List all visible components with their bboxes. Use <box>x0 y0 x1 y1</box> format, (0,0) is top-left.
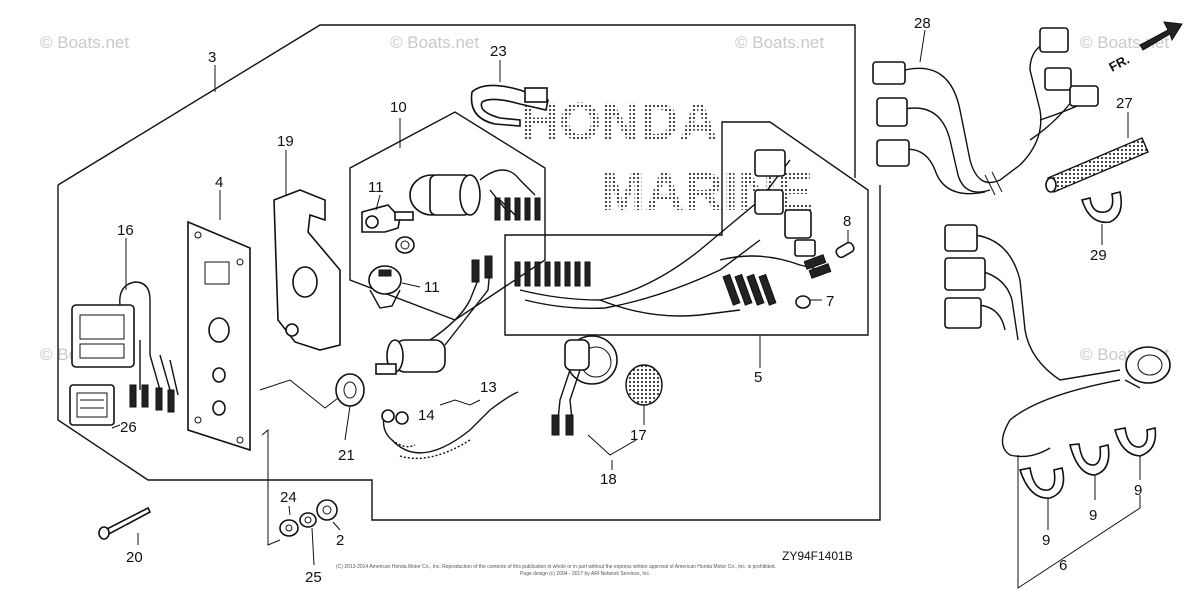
part-28-harness <box>872 27 1099 196</box>
callout-23: 23 <box>490 43 507 60</box>
callout-24: 24 <box>280 489 297 506</box>
part-29-clip <box>1080 191 1123 224</box>
part-4-panel <box>187 220 251 452</box>
callout-29: 29 <box>1090 247 1107 264</box>
callout-25: 25 <box>305 569 322 586</box>
part-27-tube <box>1045 137 1149 193</box>
part-8-pin <box>835 241 855 259</box>
callout-5: 5 <box>754 369 762 386</box>
fasteners <box>98 499 338 540</box>
part-10-ignition-switch <box>349 111 546 321</box>
callout-28: 28 <box>914 15 931 32</box>
callout-11b: 11 <box>424 279 440 296</box>
callout-17: 17 <box>630 427 647 444</box>
part-21-grommet <box>335 373 365 407</box>
callout-9c: 9 <box>1134 482 1142 499</box>
callout-27: 27 <box>1116 95 1133 112</box>
watermark-text: © Boats.net <box>390 33 479 52</box>
part-19-bracket <box>273 189 341 351</box>
part-16-switch <box>71 281 179 413</box>
front-arrow-label: FR. <box>1106 52 1132 75</box>
diagram-code: ZY94F1401B <box>782 549 853 563</box>
watermark-text: © Boats.net <box>40 33 129 52</box>
callout-21: 21 <box>338 447 355 464</box>
callout-9a: 9 <box>1042 532 1050 549</box>
assembly-boundary-3 <box>57 24 881 521</box>
part-23-clamp <box>470 84 549 127</box>
callout-10: 10 <box>390 99 407 116</box>
callout-14: 14 <box>418 407 435 424</box>
callout-7: 7 <box>826 293 834 310</box>
part-5-harness <box>514 149 832 317</box>
callout-8: 8 <box>843 213 851 230</box>
watermark-text: © Boats.net <box>735 33 824 52</box>
harness-boundary-5 <box>504 121 869 336</box>
callout-4: 4 <box>215 174 223 191</box>
part-7-clip <box>795 295 811 309</box>
brand-logo: HONDA MARINE <box>520 92 813 222</box>
callout-20: 20 <box>126 549 143 566</box>
copyright-line1: (C) 2013-2014 American Honda Motor Co., … <box>336 564 776 570</box>
part-18-buzzer <box>551 335 618 436</box>
part-6-harness <box>944 224 1171 458</box>
part-13-stop-switch <box>375 255 519 460</box>
part-9-clips <box>1018 427 1157 499</box>
callout-2: 2 <box>336 532 344 549</box>
part-26-label <box>69 384 115 426</box>
leader-lines <box>111 29 1141 589</box>
callouts: 3 4 19 10 11 11 23 16 26 21 14 13 20 24 … <box>117 15 1142 586</box>
callout-3: 3 <box>208 49 216 66</box>
callout-26: 26 <box>120 419 137 436</box>
copyright-line2: Page design (c) 2004 - 2017 by ARI Netwo… <box>520 571 650 577</box>
callout-6: 6 <box>1059 557 1067 574</box>
brand-line1: HONDA <box>520 92 718 152</box>
part-17-seal <box>625 364 663 406</box>
callout-18: 18 <box>600 471 617 488</box>
callout-9b: 9 <box>1089 507 1097 524</box>
callout-16: 16 <box>117 222 134 239</box>
callout-19: 19 <box>277 133 294 150</box>
callout-11a: 11 <box>368 179 384 196</box>
callout-13: 13 <box>480 379 497 396</box>
